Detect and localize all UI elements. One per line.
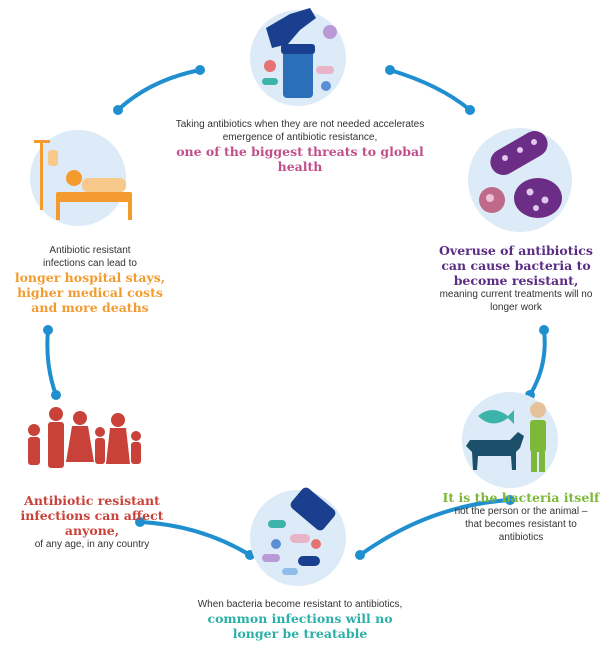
step-left-lower-tail: of any age, in any country bbox=[34, 539, 150, 550]
connector-bottom-right bbox=[358, 498, 512, 557]
step-top-highlight: one of the biggest threats to global hea… bbox=[176, 144, 424, 174]
step-top-text: Taking antibiotics when they are not nee… bbox=[165, 118, 435, 174]
connector-bottom-left bbox=[138, 520, 252, 557]
step-left-lower-text: Antibiotic resistant infections can affe… bbox=[8, 493, 176, 551]
connector-top-right bbox=[388, 68, 472, 112]
connector-dots bbox=[43, 65, 549, 560]
step-right-lower-highlight: It is the bacteria itself bbox=[442, 490, 600, 505]
hospital-bed-icon bbox=[30, 130, 132, 226]
spilled-pills-icon bbox=[250, 487, 346, 586]
person-animal-icon bbox=[462, 392, 558, 488]
step-bottom-text: When bacteria become resistant to antibi… bbox=[180, 598, 420, 641]
step-right-lower-tail: not the person or the animal – that beco… bbox=[454, 506, 588, 543]
hand-pills-icon bbox=[250, 8, 346, 106]
step-bottom-highlight: common infections will no longer be trea… bbox=[207, 611, 393, 641]
connectors bbox=[45, 68, 547, 557]
step-right-upper-text: Overuse of antibiotics can cause bacteri… bbox=[432, 243, 600, 314]
step-right-lower-text: It is the bacteria itself not the person… bbox=[436, 490, 606, 544]
connector-top-left bbox=[116, 68, 202, 112]
step-left-lower-highlight: Antibiotic resistant infections can affe… bbox=[20, 493, 164, 538]
connector-right bbox=[528, 328, 547, 397]
step-left-upper-description: Antibiotic resistant infections can lead… bbox=[43, 245, 137, 269]
bacteria-icon bbox=[468, 128, 572, 232]
step-right-upper-tail: meaning current treatments will no longe… bbox=[439, 289, 593, 313]
step-top-description: Taking antibiotics when they are not nee… bbox=[175, 119, 425, 143]
family-icon bbox=[28, 407, 141, 468]
step-right-upper-highlight: Overuse of antibiotics can cause bacteri… bbox=[439, 243, 593, 288]
connector-left bbox=[45, 328, 58, 397]
step-bottom-description: When bacteria become resistant to antibi… bbox=[197, 599, 403, 610]
step-left-upper-highlight: longer hospital stays, higher medical co… bbox=[14, 270, 166, 315]
step-left-upper-text: Antibiotic resistant infections can lead… bbox=[6, 244, 174, 315]
